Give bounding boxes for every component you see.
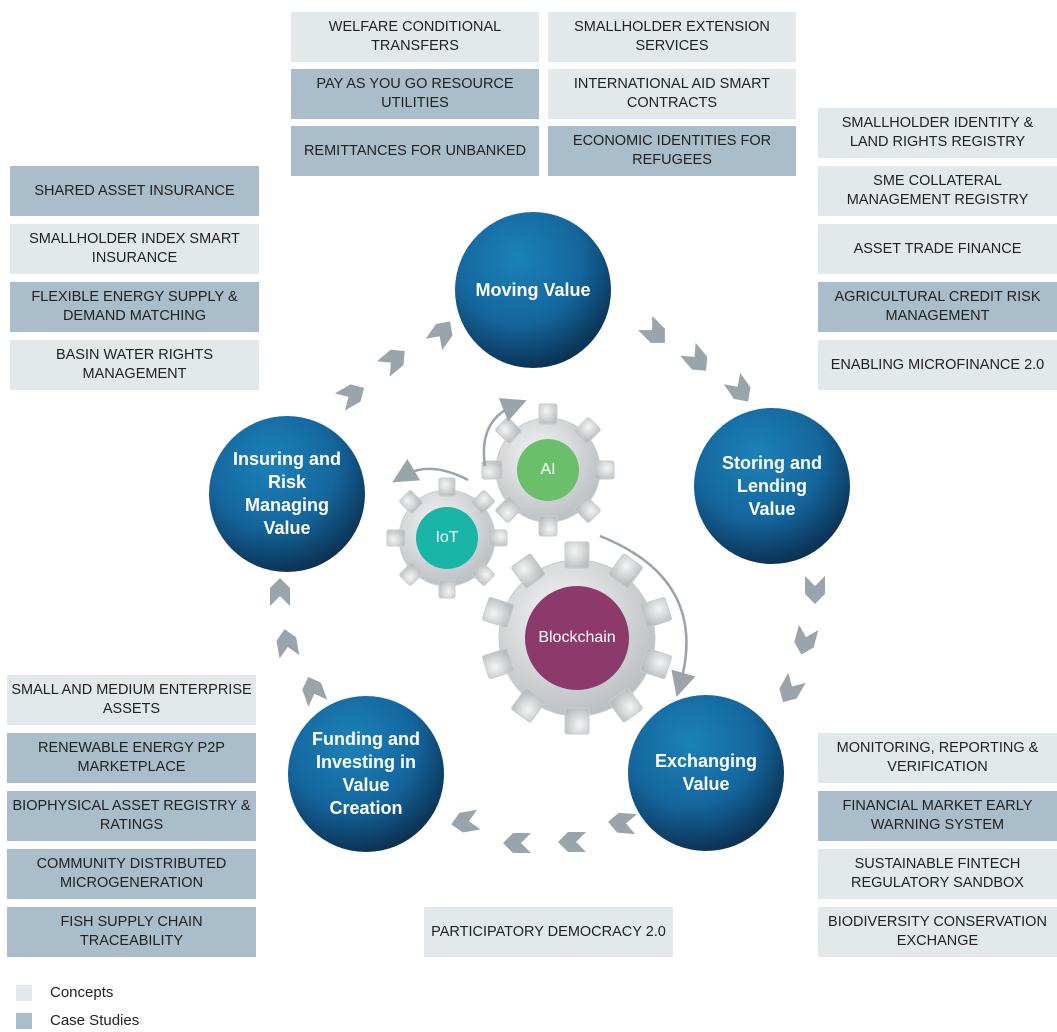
box-biophysical: BIOPHYSICAL ASSET REGISTRY & RATINGS bbox=[7, 791, 256, 841]
box-fintech-sandbox: SUSTAINABLE FINTECH REGULATORY SANDBOX bbox=[818, 849, 1057, 899]
box-flexible-energy: FLEXIBLE ENERGY SUPPLY & DEMAND MATCHING bbox=[10, 282, 259, 332]
legend-case-studies-swatch bbox=[16, 1012, 32, 1029]
box-economic-identities: ECONOMIC IDENTITIES FOR REFUGEES bbox=[548, 126, 796, 176]
ai-curve-arrow bbox=[482, 398, 527, 467]
label-iot: IoT bbox=[435, 529, 459, 546]
ai-gear bbox=[481, 403, 615, 537]
funding-investing-circle bbox=[288, 696, 444, 852]
legend-case-studies: Case Studies bbox=[16, 1012, 139, 1029]
box-biodiversity: BIODIVERSITY CONSERVATION EXCHANGE bbox=[818, 907, 1057, 957]
box-smallholder-extension: SMALLHOLDER EXTENSION SERVICES bbox=[548, 12, 796, 62]
box-asset-trade: ASSET TRADE FINANCE bbox=[818, 224, 1057, 274]
label-exchanging: Exchanging Value bbox=[654, 751, 757, 794]
box-index-insurance: SMALLHOLDER INDEX SMART INSURANCE bbox=[10, 224, 259, 274]
box-sme-assets: SMALL AND MEDIUM ENTERPRISE ASSETS bbox=[7, 675, 256, 725]
box-intl-aid: INTERNATIONAL AID SMART CONTRACTS bbox=[548, 69, 796, 119]
label-moving-value: Moving Value bbox=[475, 279, 591, 300]
legend-concepts: Concepts bbox=[16, 984, 113, 1001]
box-payg: PAY AS YOU GO RESOURCE UTILITIES bbox=[291, 69, 539, 119]
box-remittances: REMITTANCES FOR UNBANKED bbox=[291, 126, 539, 176]
box-fish-supply: FISH SUPPLY CHAIN TRACEABILITY bbox=[7, 907, 256, 957]
storing-lending-circle bbox=[694, 408, 850, 564]
moving-value-circle bbox=[455, 212, 611, 368]
box-smallholder-identity: SMALLHOLDER IDENTITY & LAND RIGHTS REGIS… bbox=[818, 108, 1057, 158]
legend-concepts-label: Concepts bbox=[50, 984, 114, 1001]
box-community-micro: COMMUNITY DISTRIBUTED MICROGENERATION bbox=[7, 849, 256, 899]
exchanging-circle bbox=[628, 695, 784, 851]
box-sme-collateral: SME COLLATERAL MANAGEMENT REGISTRY bbox=[818, 166, 1057, 216]
label-storing-lending: Storing and Lending Value bbox=[722, 452, 822, 519]
insuring-circle bbox=[209, 416, 365, 572]
label-funding-investing: Funding and Investing in Value Creation bbox=[312, 729, 420, 818]
iot-gear bbox=[386, 477, 508, 599]
box-microfinance: ENABLING MICROFINANCE 2.0 bbox=[818, 340, 1057, 390]
cycle-arrows bbox=[270, 316, 825, 853]
box-participatory-democracy: PARTICIPATORY DEMOCRACY 2.0 bbox=[424, 907, 673, 957]
legend-concepts-swatch bbox=[16, 984, 32, 1001]
label-insuring: Insuring and Risk Managing Value bbox=[233, 449, 341, 538]
box-early-warning: FINANCIAL MARKET EARLY WARNING SYSTEM bbox=[818, 791, 1057, 841]
iot-curve-arrow bbox=[392, 458, 469, 483]
box-basin-water: BASIN WATER RIGHTS MANAGEMENT bbox=[10, 340, 259, 390]
box-welfare: WELFARE CONDITIONAL TRANSFERS bbox=[291, 12, 539, 62]
box-renewable-p2p: RENEWABLE ENERGY P2P MARKETPLACE bbox=[7, 733, 256, 783]
blockchain-gear bbox=[482, 541, 672, 735]
box-agri-credit: AGRICULTURAL CREDIT RISK MANAGEMENT bbox=[818, 282, 1057, 332]
box-monitoring: MONITORING, REPORTING & VERIFICATION bbox=[818, 733, 1057, 783]
label-blockchain: Blockchain bbox=[538, 629, 616, 646]
box-shared-asset: SHARED ASSET INSURANCE bbox=[10, 166, 259, 216]
blockchain-curve-arrow bbox=[599, 534, 696, 698]
legend-case-studies-label: Case Studies bbox=[50, 1012, 140, 1029]
label-ai: AI bbox=[540, 461, 556, 478]
